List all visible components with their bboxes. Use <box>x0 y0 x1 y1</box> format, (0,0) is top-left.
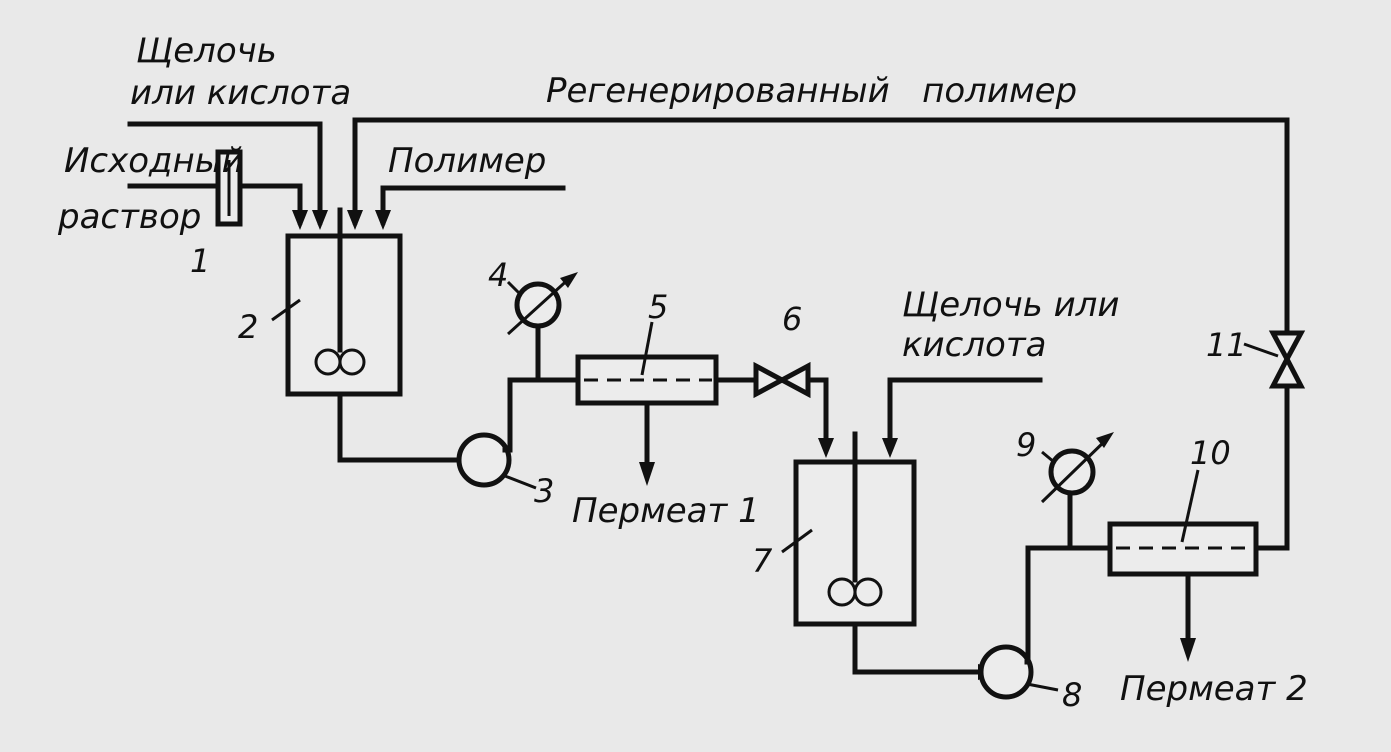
alkali-top-arrow <box>312 210 328 230</box>
source-solution-label-line1: Исходный <box>64 141 244 181</box>
pump-3-discharge-line <box>502 377 581 453</box>
mixer-2-impeller-icon <box>314 348 366 376</box>
gauge-4-needle <box>506 274 574 336</box>
label-number-3: 3 <box>534 472 554 510</box>
mixer-vessel-2 <box>285 233 403 397</box>
gauge-9-needle-tip <box>1096 432 1114 448</box>
filter-1-outlet-line <box>237 183 303 225</box>
alkali-top-line <box>127 121 323 225</box>
leader-7 <box>781 528 813 554</box>
label-number-8: 8 <box>1062 676 1082 714</box>
leader-11 <box>1243 342 1279 358</box>
valve-6-outlet-line <box>805 377 829 449</box>
gauge-4-needle-tip <box>560 272 578 288</box>
leader-3 <box>504 474 537 490</box>
permeate-2-label: Пермеат 2 <box>1120 669 1308 709</box>
label-number-4: 4 <box>488 256 508 294</box>
permeate-1-arrow <box>639 462 655 486</box>
leader-8 <box>1026 682 1059 692</box>
membrane-module-5 <box>575 354 719 406</box>
regenerated-polymer-label: Регенерированный полимер <box>546 71 1077 111</box>
label-number-7: 7 <box>752 542 773 580</box>
label-number-9: 9 <box>1016 426 1036 464</box>
valve-6-icon <box>753 361 811 399</box>
vessel-2-outlet-line <box>337 391 465 463</box>
polymer-line <box>380 185 566 225</box>
polymer-arrow <box>375 210 391 230</box>
leader-9 <box>1041 450 1055 464</box>
alkali-mid-arrow <box>882 438 898 458</box>
vessel-7-outlet-line <box>852 621 985 675</box>
source-solution-label-line2: раствор <box>57 197 201 237</box>
pump-8-discharge-line <box>1024 545 1113 665</box>
mixer-7-impeller-icon <box>827 577 883 607</box>
leader-5 <box>640 321 654 376</box>
feed-arrow <box>292 210 308 230</box>
label-number-6: 6 <box>782 300 802 338</box>
label-number-11: 11 <box>1206 326 1247 364</box>
alkali-mid-label-line2: кислота <box>902 325 1047 365</box>
leader-2 <box>271 298 301 322</box>
alkali-mid-label-line1: Щелочь или <box>902 285 1120 325</box>
polymer-label: Полимер <box>388 141 546 181</box>
gauge-9-needle <box>1040 436 1110 504</box>
alkali-top-label-line1: Щелочь <box>136 31 277 71</box>
label-number-5: 5 <box>648 288 668 326</box>
permeate-2-arrow <box>1180 638 1196 662</box>
label-number-10: 10 <box>1190 434 1231 472</box>
module-10-outlet-line <box>1253 383 1290 551</box>
regenerated-polymer-arrow <box>347 210 363 230</box>
pump-8 <box>978 644 1034 700</box>
vessel-7-inlet-arrow <box>818 438 834 458</box>
leader-10 <box>1180 469 1200 543</box>
alkali-mid-line <box>887 377 1043 449</box>
valve-11-icon <box>1268 330 1306 389</box>
label-number-2: 2 <box>238 308 258 346</box>
pump-3 <box>456 432 512 488</box>
regenerated-polymer-line <box>352 117 1290 336</box>
alkali-top-label-line2: или кислота <box>130 73 351 113</box>
permeate-1-label: Пермеат 1 <box>572 491 760 531</box>
label-number-1: 1 <box>190 242 210 280</box>
leader-4 <box>506 280 522 296</box>
